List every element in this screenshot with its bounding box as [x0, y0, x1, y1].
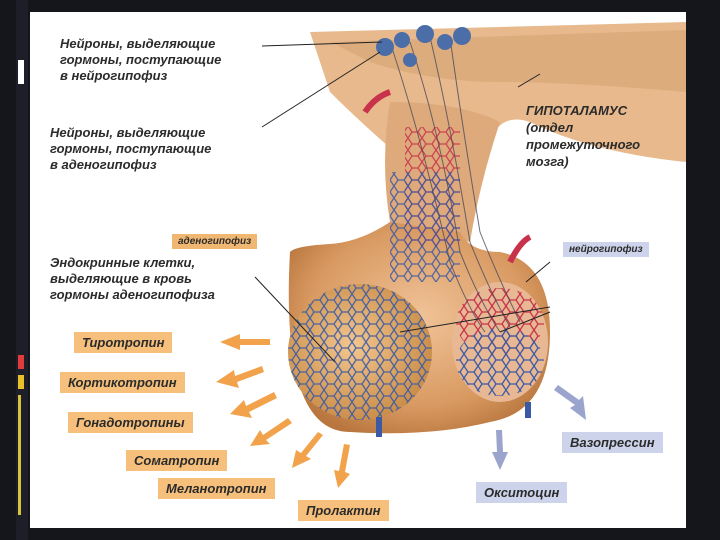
hormone-melanotropin: Меланотропин	[158, 478, 275, 499]
hormone-gonadotropins: Гонадотропины	[68, 412, 193, 433]
tag-neurohypophysis: нейрогипофиз	[563, 242, 649, 257]
pituitary-illustration	[216, 22, 686, 488]
blue-drain-left	[376, 417, 382, 437]
label-neurons-adenohypophysis: Нейроны, выделяющие гормоны, поступающие…	[50, 125, 212, 172]
label-endocrine-cells: Эндокринные клетки, выделяющие в кровь г…	[50, 255, 215, 302]
diagram-slide: Нейроны, выделяющие гормоны, поступающие…	[30, 12, 686, 528]
hormone-prolactin: Пролактин	[298, 500, 389, 521]
left-accent-red	[18, 355, 24, 369]
hormone-corticotropin: Кортикотропин	[60, 372, 185, 393]
blue-drain-right	[525, 402, 531, 418]
label-hypothalamus: ГИПОТАЛАМУС (отдел промежуточного мозга)	[526, 103, 641, 169]
hormone-vasopressin: Вазопрессин	[562, 432, 663, 453]
hormone-oxytocin: Окситоцин	[476, 482, 568, 503]
hypothalamus-shade	[330, 30, 686, 92]
pointer-lines	[254, 41, 551, 363]
left-accent-white	[18, 60, 24, 84]
nerve-fibers	[389, 36, 521, 333]
left-accent-line	[18, 395, 21, 515]
label-neurons-neurohypophysis: Нейроны, выделяющие гормоны, поступающие…	[60, 36, 222, 83]
left-accent-yellow	[18, 375, 24, 389]
red-vessel-top	[362, 89, 392, 114]
blue-arrows	[492, 385, 586, 470]
red-vessel-right	[507, 234, 532, 264]
orange-arrows	[216, 334, 350, 488]
hormone-somatropin: Соматропин	[126, 450, 228, 471]
tag-adenohypophysis: аденогипофиз	[172, 234, 258, 249]
hormone-thyrotropin: Тиротропин	[74, 332, 173, 353]
